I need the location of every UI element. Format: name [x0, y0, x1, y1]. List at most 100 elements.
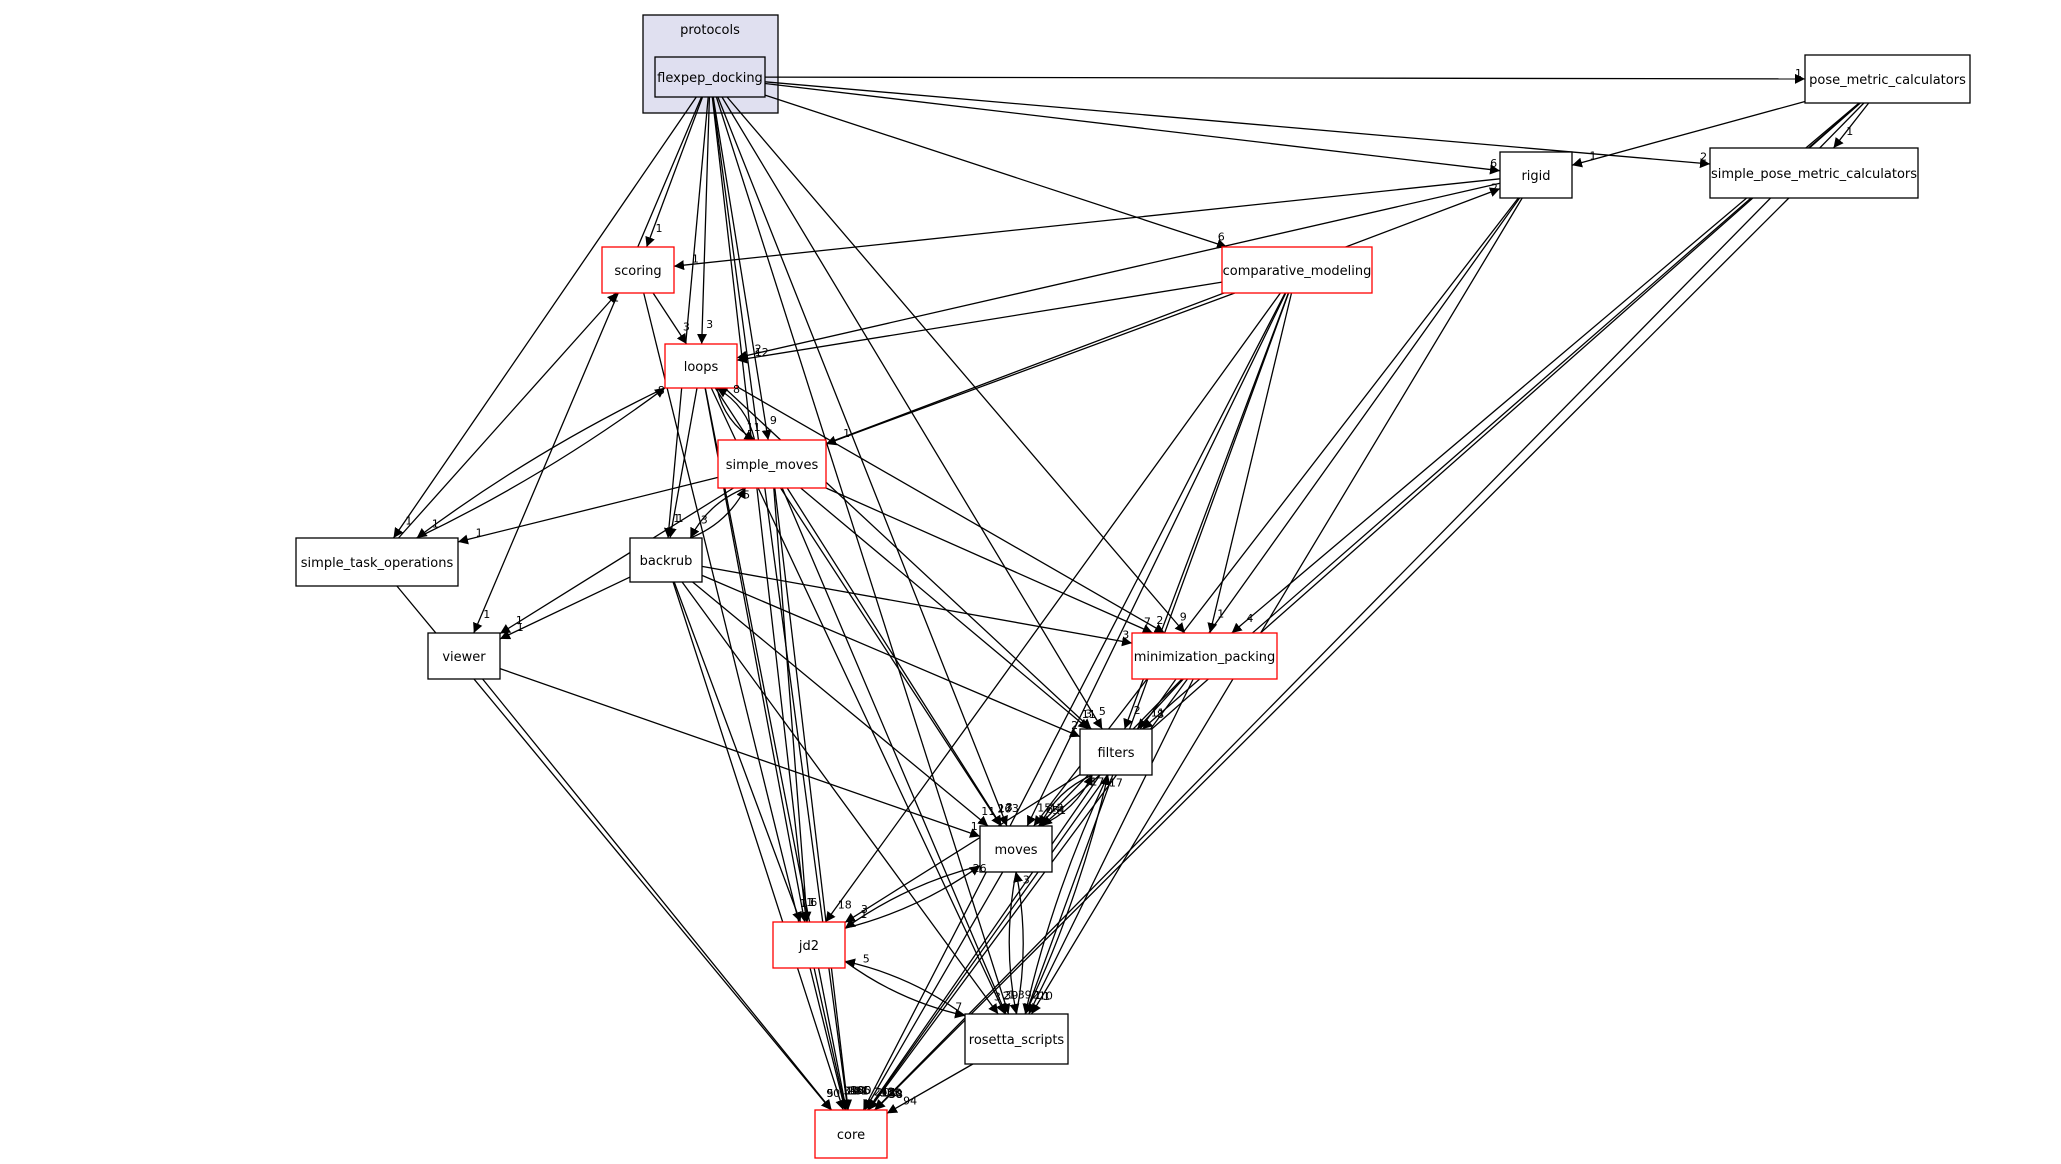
- edge-simple_pose_metric_calculators-to-core[interactable]: [874, 197, 1790, 1111]
- edge-label-simple_moves-to-filters: 11: [1082, 708, 1096, 721]
- node-viewer[interactable]: viewer: [427, 632, 501, 680]
- edge-backrub-to-moves[interactable]: [692, 581, 989, 827]
- edge-loops-to-filters[interactable]: [724, 387, 1092, 730]
- edge-rosetta_scripts-to-jd2[interactable]: [844, 958, 966, 1017]
- edge-comparative_modeling-to-jd2[interactable]: [825, 292, 1281, 923]
- node-simple_task_operations[interactable]: simple_task_operations: [295, 537, 459, 587]
- edge-backrub-to-core[interactable]: [672, 581, 845, 1111]
- node-scoring[interactable]: scoring: [601, 246, 675, 294]
- edge-scoring-to-core[interactable]: [643, 292, 848, 1111]
- edge-label-moves-to-core: 201: [876, 1086, 897, 1099]
- edge-comparative_modeling-to-core[interactable]: [862, 292, 1286, 1111]
- edge-minimization_packing-to-filters[interactable]: [1136, 678, 1184, 730]
- node-core[interactable]: core: [814, 1109, 888, 1159]
- edge-rosetta_scripts-to-moves[interactable]: [1013, 871, 1024, 1015]
- node-backrub[interactable]: backrub: [629, 537, 703, 583]
- edge-jd2-to-rosetta_scripts[interactable]: [844, 960, 966, 1019]
- edge-label-rigid-to-moves: 6: [1046, 803, 1053, 816]
- edge-backrub-to-viewer[interactable]: [499, 576, 631, 640]
- edge-comparative_modeling-to-loops[interactable]: [736, 281, 1223, 364]
- edge-label-loops-to-simple_task_operations: 1: [432, 518, 439, 531]
- node-label-simple_moves: simple_moves: [726, 458, 819, 473]
- edge-label-simple_moves-to-loops: 8: [733, 383, 740, 396]
- edge-rosetta_scripts-to-core[interactable]: [886, 1063, 974, 1114]
- edge-pose_metric_calculators-to-core[interactable]: [874, 102, 1865, 1111]
- edge-comparative_modeling-to-simple_moves[interactable]: [825, 292, 1236, 446]
- edge-flexpep_docking-to-filters[interactable]: [721, 96, 1103, 730]
- edge-label-filters-to-core: 158: [880, 1087, 901, 1100]
- edge-filters-to-core[interactable]: [867, 774, 1101, 1111]
- edge-moves-to-jd2[interactable]: [844, 865, 981, 929]
- edge-simple_moves-to-loops[interactable]: [716, 387, 756, 441]
- edge-flexpep_docking-to-simple_moves[interactable]: [712, 96, 772, 441]
- edge-backrub-to-minimization_packing[interactable]: [701, 565, 1133, 647]
- edge-moves-to-rosetta_scripts[interactable]: [1008, 871, 1020, 1015]
- edge-simple_task_operations-to-loops[interactable]: [416, 387, 666, 539]
- edge-simple_moves-to-core[interactable]: [774, 487, 852, 1111]
- node-filters[interactable]: filters: [1079, 728, 1153, 776]
- edge-loops-to-backrub[interactable]: [666, 387, 698, 539]
- edge-rosetta_scripts-to-filters[interactable]: [1024, 774, 1111, 1015]
- node-rosetta_scripts[interactable]: rosetta_scripts: [964, 1013, 1069, 1065]
- edge-label-jd2-to-rosetta_scripts: 7: [955, 1001, 962, 1014]
- node-pose_metric_calculators[interactable]: pose_metric_calculators: [1804, 54, 1971, 104]
- edge-rigid-to-scoring[interactable]: [673, 178, 1501, 271]
- edge-label-moves-to-rosetta_scripts: 39: [1018, 988, 1032, 1001]
- edge-backrub-to-simple_moves[interactable]: [690, 487, 747, 539]
- edge-flexpep_docking-to-moves[interactable]: [717, 96, 1008, 827]
- edge-filters-to-rosetta_scripts[interactable]: [1022, 774, 1109, 1015]
- node-comparative_modeling[interactable]: comparative_modeling: [1221, 246, 1373, 294]
- edge-backrub-to-filters[interactable]: [701, 574, 1081, 738]
- node-moves[interactable]: moves: [979, 825, 1053, 873]
- edge-filters-to-jd2[interactable]: [844, 774, 1081, 923]
- node-simple_pose_metric_calculators[interactable]: simple_pose_metric_calculators: [1709, 147, 1919, 199]
- edge-pose_metric_calculators-to-moves[interactable]: [1041, 102, 1861, 827]
- edge-flexpep_docking-to-comparative_modeling[interactable]: [764, 94, 1228, 249]
- edge-flexpep_docking-to-scoring[interactable]: [645, 96, 704, 248]
- node-label-backrub: backrub: [640, 554, 693, 569]
- node-minimization_packing[interactable]: minimization_packing: [1131, 632, 1278, 680]
- edge-jd2-to-moves[interactable]: [844, 865, 981, 929]
- edge-flexpep_docking-to-rosetta_scripts[interactable]: [715, 96, 1011, 1015]
- edge-simple_moves-to-rigid[interactable]: [825, 187, 1501, 445]
- edge-label-viewer-to-core: 5: [827, 1087, 834, 1100]
- edge-comparative_modeling-to-moves[interactable]: [1026, 292, 1287, 827]
- edge-simple_moves-to-rosetta_scripts[interactable]: [781, 487, 1007, 1015]
- edge-pose_metric_calculators-to-simple_pose_metric_calculators[interactable]: [1832, 102, 1870, 149]
- edge-simple_moves-to-minimization_packing[interactable]: [825, 487, 1153, 634]
- edge-flexpep_docking-to-backrub[interactable]: [663, 96, 709, 539]
- edge-loops-to-core[interactable]: [704, 387, 850, 1111]
- edge-rigid-to-loops[interactable]: [736, 182, 1501, 361]
- edge-loops-to-minimization_packing[interactable]: [736, 386, 1165, 634]
- edge-flexpep_docking-to-simple_task_operations[interactable]: [392, 96, 697, 539]
- edge-flexpep_docking-to-pose_metric_calculators[interactable]: [764, 73, 1806, 84]
- edge-scoring-to-loops[interactable]: [652, 292, 688, 345]
- edge-flexpep_docking-to-rigid[interactable]: [764, 82, 1501, 175]
- edge-pose_metric_calculators-to-rigid[interactable]: [1571, 100, 1806, 168]
- node-loops[interactable]: loops: [664, 343, 738, 389]
- edge-moves-to-filters[interactable]: [1039, 774, 1093, 827]
- node-flexpep_docking[interactable]: flexpep_docking: [654, 56, 766, 98]
- node-jd2[interactable]: jd2: [772, 921, 846, 969]
- edge-flexpep_docking-to-loops[interactable]: [697, 96, 711, 345]
- edge-flexpep_docking-to-viewer[interactable]: [473, 96, 703, 634]
- edge-simple_moves-to-filters[interactable]: [800, 487, 1089, 730]
- edge-flexpep_docking-to-jd2[interactable]: [711, 96, 811, 923]
- edge-viewer-to-core[interactable]: [482, 678, 833, 1111]
- edge-comparative_modeling-to-minimization_packing[interactable]: [1207, 292, 1293, 634]
- node-simple_moves[interactable]: simple_moves: [717, 439, 827, 489]
- edge-simple_moves-to-simple_task_operations[interactable]: [457, 476, 719, 545]
- edge-loops-to-simple_task_operations[interactable]: [416, 387, 666, 539]
- edge-viewer-to-moves[interactable]: [499, 667, 981, 838]
- node-rigid[interactable]: rigid: [1499, 151, 1573, 199]
- edge-simple_moves-to-viewer[interactable]: [499, 487, 734, 635]
- edge-flexpep_docking-to-simple_pose_metric_calculators[interactable]: [764, 81, 1711, 169]
- edge-backrub-to-rosetta_scripts[interactable]: [681, 581, 999, 1015]
- edge-flexpep_docking-to-minimization_packing[interactable]: [726, 96, 1186, 634]
- edge-minimization_packing-to-rosetta_scripts[interactable]: [1028, 678, 1194, 1015]
- edge-rigid-to-rosetta_scripts[interactable]: [1030, 197, 1523, 1015]
- edge-jd2-to-core[interactable]: [813, 967, 849, 1111]
- edge-simple_task_operations-to-scoring[interactable]: [398, 292, 618, 539]
- edge-simple_moves-to-jd2[interactable]: [773, 487, 812, 923]
- edge-moves-to-core[interactable]: [864, 871, 1004, 1111]
